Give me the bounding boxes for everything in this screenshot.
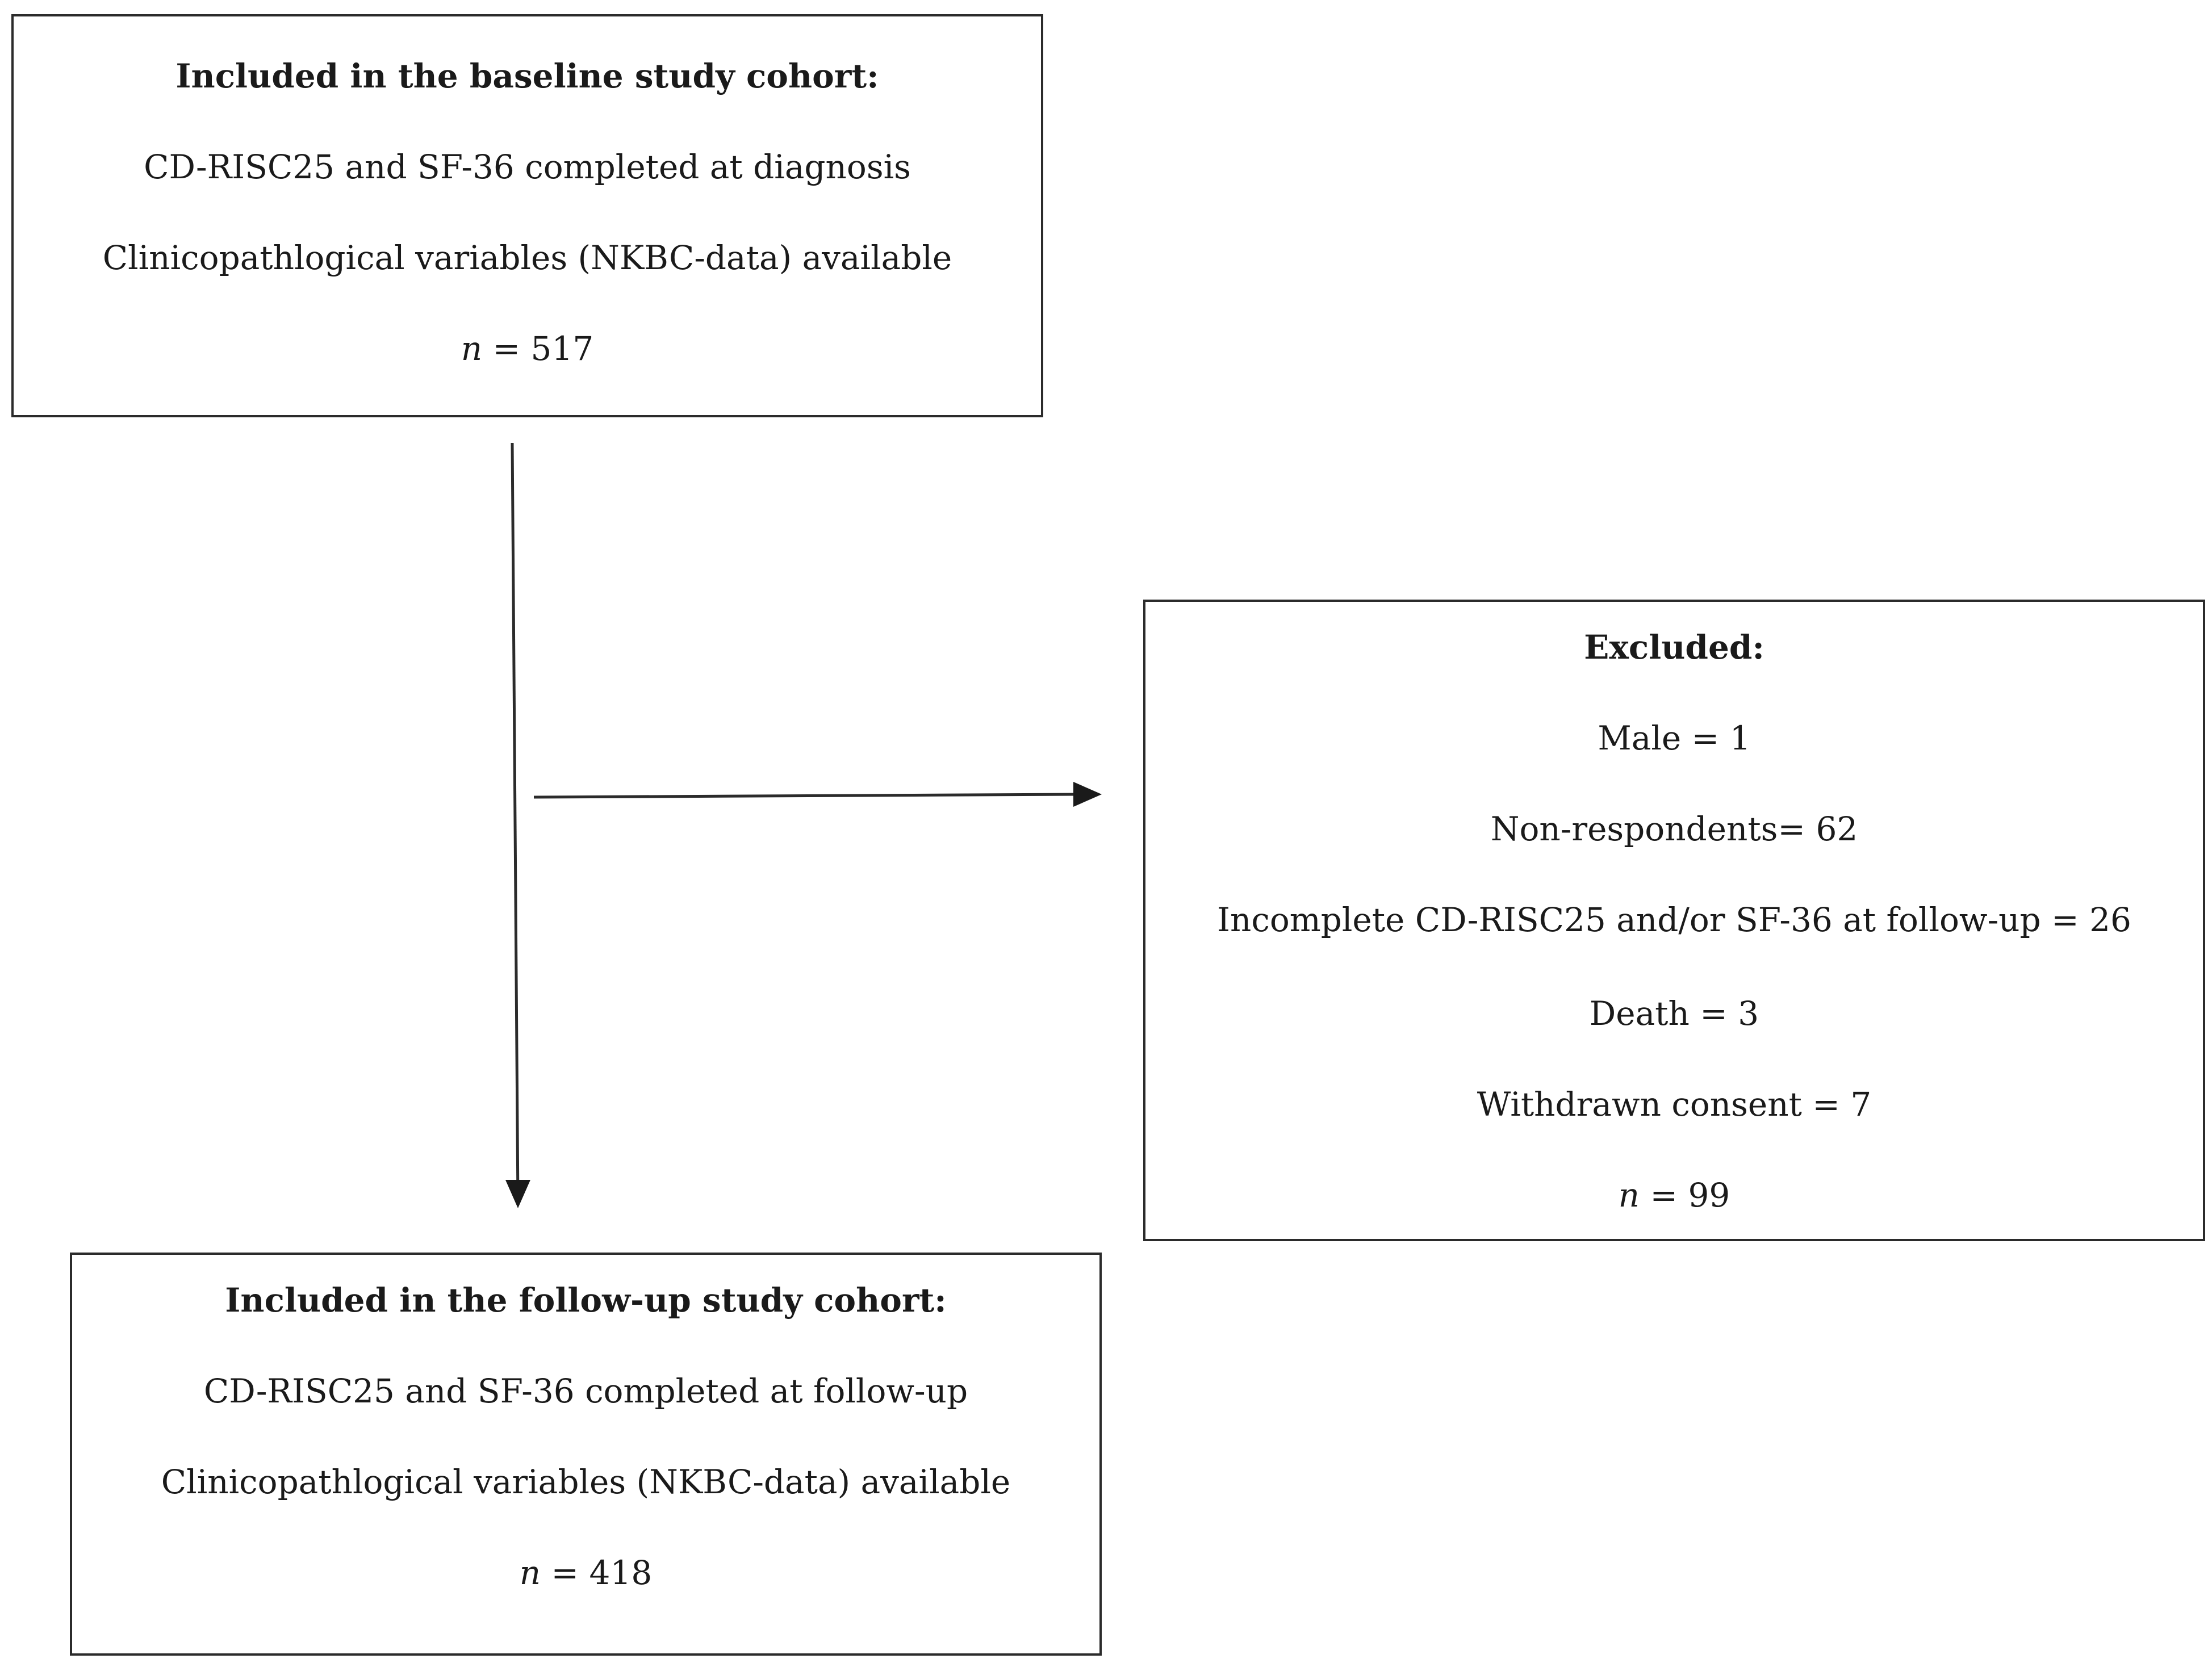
followup-line-1: CD-RISC25 and SF-36 completed at follow-… bbox=[203, 1372, 968, 1410]
excluded-line-non-respondents: Non-respondents= 62 bbox=[1490, 810, 1858, 848]
excluded-box: Excluded: Male = 1 Non-respondents= 62 I… bbox=[1143, 600, 2205, 1241]
baseline-n-value: = 517 bbox=[492, 329, 594, 368]
excluded-n-label: n bbox=[1618, 1176, 1640, 1214]
followup-line-2: Clinicopathlogical variables (NKBC-data)… bbox=[161, 1463, 1011, 1501]
excluded-heading: Excluded: bbox=[1584, 628, 1764, 667]
followup-n-value: = 418 bbox=[551, 1553, 653, 1592]
excluded-line-incomplete: Incomplete CD-RISC25 and/or SF-36 at fol… bbox=[1217, 900, 2131, 939]
baseline-cohort-box: Included in the baseline study cohort: C… bbox=[11, 14, 1043, 417]
excluded-line-death: Death = 3 bbox=[1589, 994, 1759, 1033]
baseline-n-label: n bbox=[461, 329, 483, 368]
arrow-to-excluded bbox=[533, 793, 1080, 799]
excluded-n: n = 99 bbox=[1145, 1175, 2203, 1215]
baseline-line-2: Clinicopathlogical variables (NKBC-data)… bbox=[102, 238, 952, 277]
followup-n-label: n bbox=[519, 1553, 541, 1592]
baseline-n: n = 517 bbox=[14, 329, 1041, 368]
arrow-baseline-to-followup bbox=[511, 442, 520, 1203]
baseline-line-1: CD-RISC25 and SF-36 completed at diagnos… bbox=[144, 148, 911, 186]
arrowhead-right bbox=[1073, 782, 1102, 807]
followup-n: n = 418 bbox=[72, 1553, 1099, 1593]
baseline-heading: Included in the baseline study cohort: bbox=[175, 57, 879, 95]
excluded-line-withdrawn: Withdrawn consent = 7 bbox=[1477, 1085, 1872, 1124]
followup-cohort-box: Included in the follow-up study cohort: … bbox=[70, 1253, 1102, 1656]
excluded-n-value: = 99 bbox=[1650, 1176, 1730, 1214]
followup-heading: Included in the follow-up study cohort: bbox=[225, 1281, 947, 1320]
excluded-line-male: Male = 1 bbox=[1598, 719, 1751, 757]
arrowhead-down bbox=[505, 1180, 530, 1208]
